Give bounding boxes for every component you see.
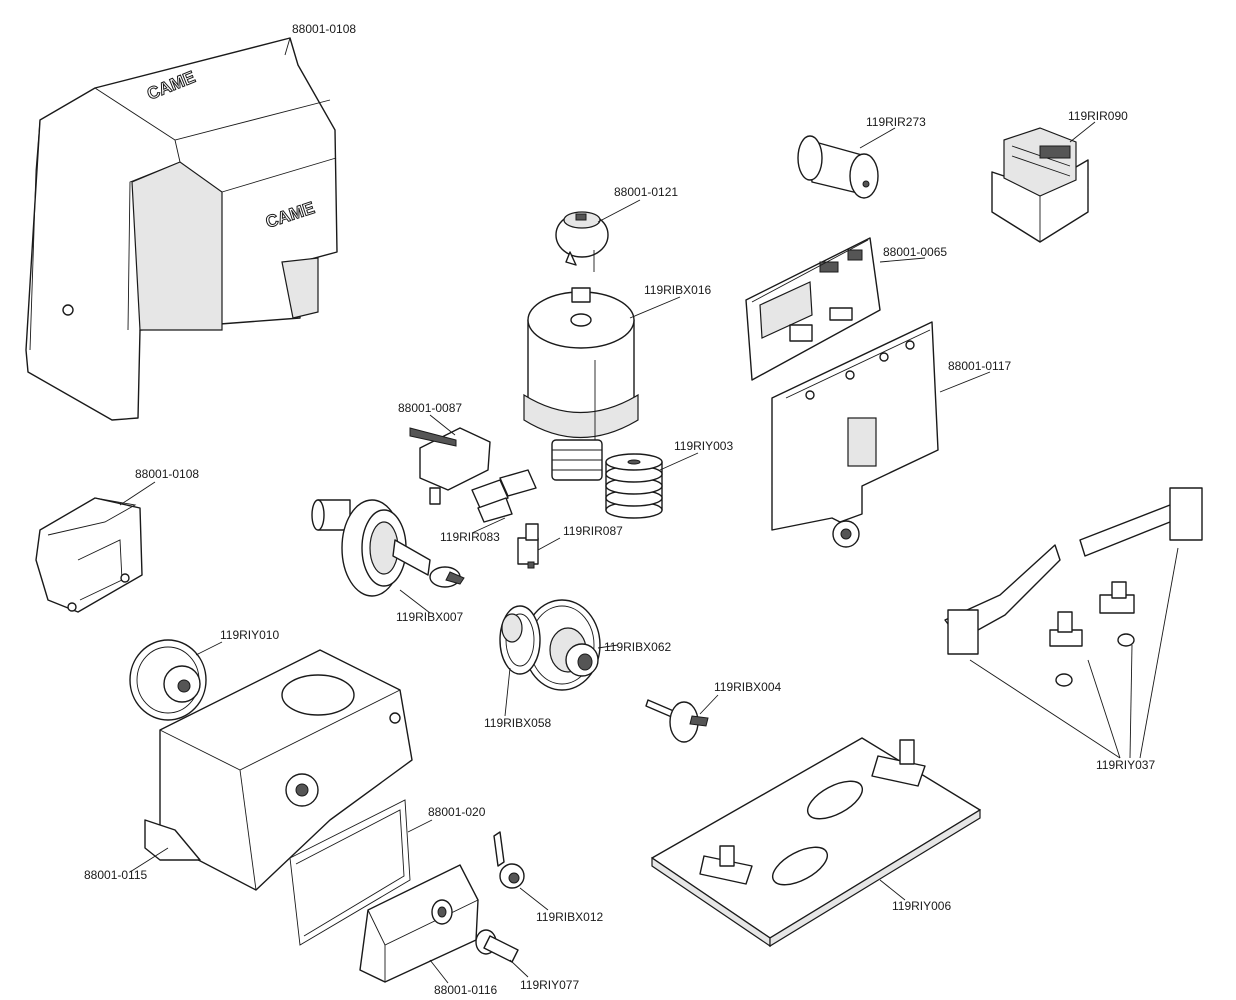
leader-key — [509, 959, 529, 978]
label-spring-pack: 119RIY003 — [674, 439, 733, 453]
leader-gear-large — [597, 644, 619, 649]
label-pinion: 119RIY010 — [220, 628, 279, 642]
leader-limit-brackets-4 — [1139, 547, 1179, 759]
label-release-shaft: 119RIBX004 — [714, 680, 781, 694]
gear-helical-part — [499, 605, 541, 675]
release-cover-part — [359, 864, 479, 983]
leader-base-plate — [879, 879, 906, 901]
leader-board-bracket — [939, 371, 991, 393]
label-base-plate: 119RIY006 — [892, 899, 951, 913]
leader-transformer — [1069, 121, 1096, 143]
key-part — [475, 929, 519, 963]
leader-capacitor — [859, 127, 896, 149]
limit-brackets-part — [944, 487, 1203, 687]
board-bracket-part — [771, 321, 939, 548]
label-limit-brackets: 119RIY037 — [1096, 758, 1155, 772]
label-release-cover: 88001-0116 — [434, 983, 497, 997]
release-shaft-part — [645, 699, 709, 743]
motor-part — [523, 287, 639, 481]
leader-lock-cylinder — [519, 887, 549, 911]
encoder-cap-part — [555, 211, 609, 272]
cover-top-part: CAME CAME — [25, 37, 338, 421]
control-board-part — [745, 237, 881, 381]
leader-encoder-cap — [597, 199, 641, 223]
label-connector: 119RIR087 — [563, 524, 623, 538]
label-gasket: 88001-020 — [428, 805, 486, 819]
leader-spring-pack — [659, 452, 699, 471]
leader-gear-helical — [504, 667, 511, 717]
label-key: 119RIY077 — [520, 978, 579, 992]
label-transformer: 119RIR090 — [1068, 109, 1128, 123]
leader-gasket — [407, 819, 433, 833]
label-microswitch: 88001-0087 — [398, 401, 462, 415]
connector-part — [517, 523, 539, 569]
leader-release-shaft — [699, 694, 719, 715]
pinion-part — [129, 639, 207, 721]
label-motor: 119RIBX016 — [644, 283, 711, 297]
leader-gearbox-body — [129, 847, 169, 873]
leader-limit-brackets-2 — [1087, 659, 1121, 759]
label-lock-cylinder: 119RIBX012 — [536, 910, 603, 924]
limit-switch-part — [471, 469, 537, 523]
label-board: 88001-0065 — [883, 245, 947, 259]
gearbox-body-part — [144, 649, 413, 891]
leader-pinion — [195, 641, 223, 656]
leader-cover-top — [284, 37, 291, 56]
label-gearbox-body: 88001-0115 — [84, 868, 147, 882]
label-limit-switch: 119RIR083 — [440, 530, 500, 544]
label-gear-helical: 119RIBX058 — [484, 716, 551, 730]
leader-limit-brackets-3 — [1129, 644, 1133, 759]
worm-shaft-part — [311, 499, 465, 597]
spring-pack-part — [605, 453, 663, 519]
label-encoder-cap: 88001-0121 — [614, 185, 678, 199]
leader-lines — [119, 37, 1179, 984]
label-cover-top: 88001-0108 — [292, 22, 356, 36]
gasket-part — [289, 799, 411, 946]
lock-cylinder-part — [493, 831, 525, 889]
leader-connector — [537, 537, 561, 551]
label-cover-small: 88001-0108 — [135, 467, 199, 481]
part-labels: 88001-0108 88001-0108 88001-0121 119RIBX… — [84, 22, 1155, 997]
microswitch-block-part — [409, 427, 491, 505]
label-worm-shaft: 119RIBX007 — [396, 610, 463, 624]
label-capacitor: 119RIR273 — [866, 115, 926, 129]
leader-limit-switch — [471, 517, 506, 534]
leader-motor — [629, 296, 681, 319]
base-plate-part — [651, 737, 981, 948]
leader-board — [879, 257, 926, 263]
leader-limit-brackets-1 — [969, 659, 1121, 759]
gear-large-part — [523, 599, 601, 691]
capacitor-part — [797, 135, 879, 199]
leader-microswitch — [429, 414, 456, 436]
motor-worm — [551, 439, 603, 481]
label-gear-large: 119RIBX062 — [604, 640, 671, 654]
leader-release-cover — [429, 959, 449, 984]
label-board-bracket: 88001-0117 — [948, 359, 1011, 373]
leader-worm-shaft — [399, 589, 431, 614]
leader-cover-small — [119, 481, 156, 506]
cover-small-part — [35, 497, 143, 613]
transformer-part — [991, 127, 1089, 243]
